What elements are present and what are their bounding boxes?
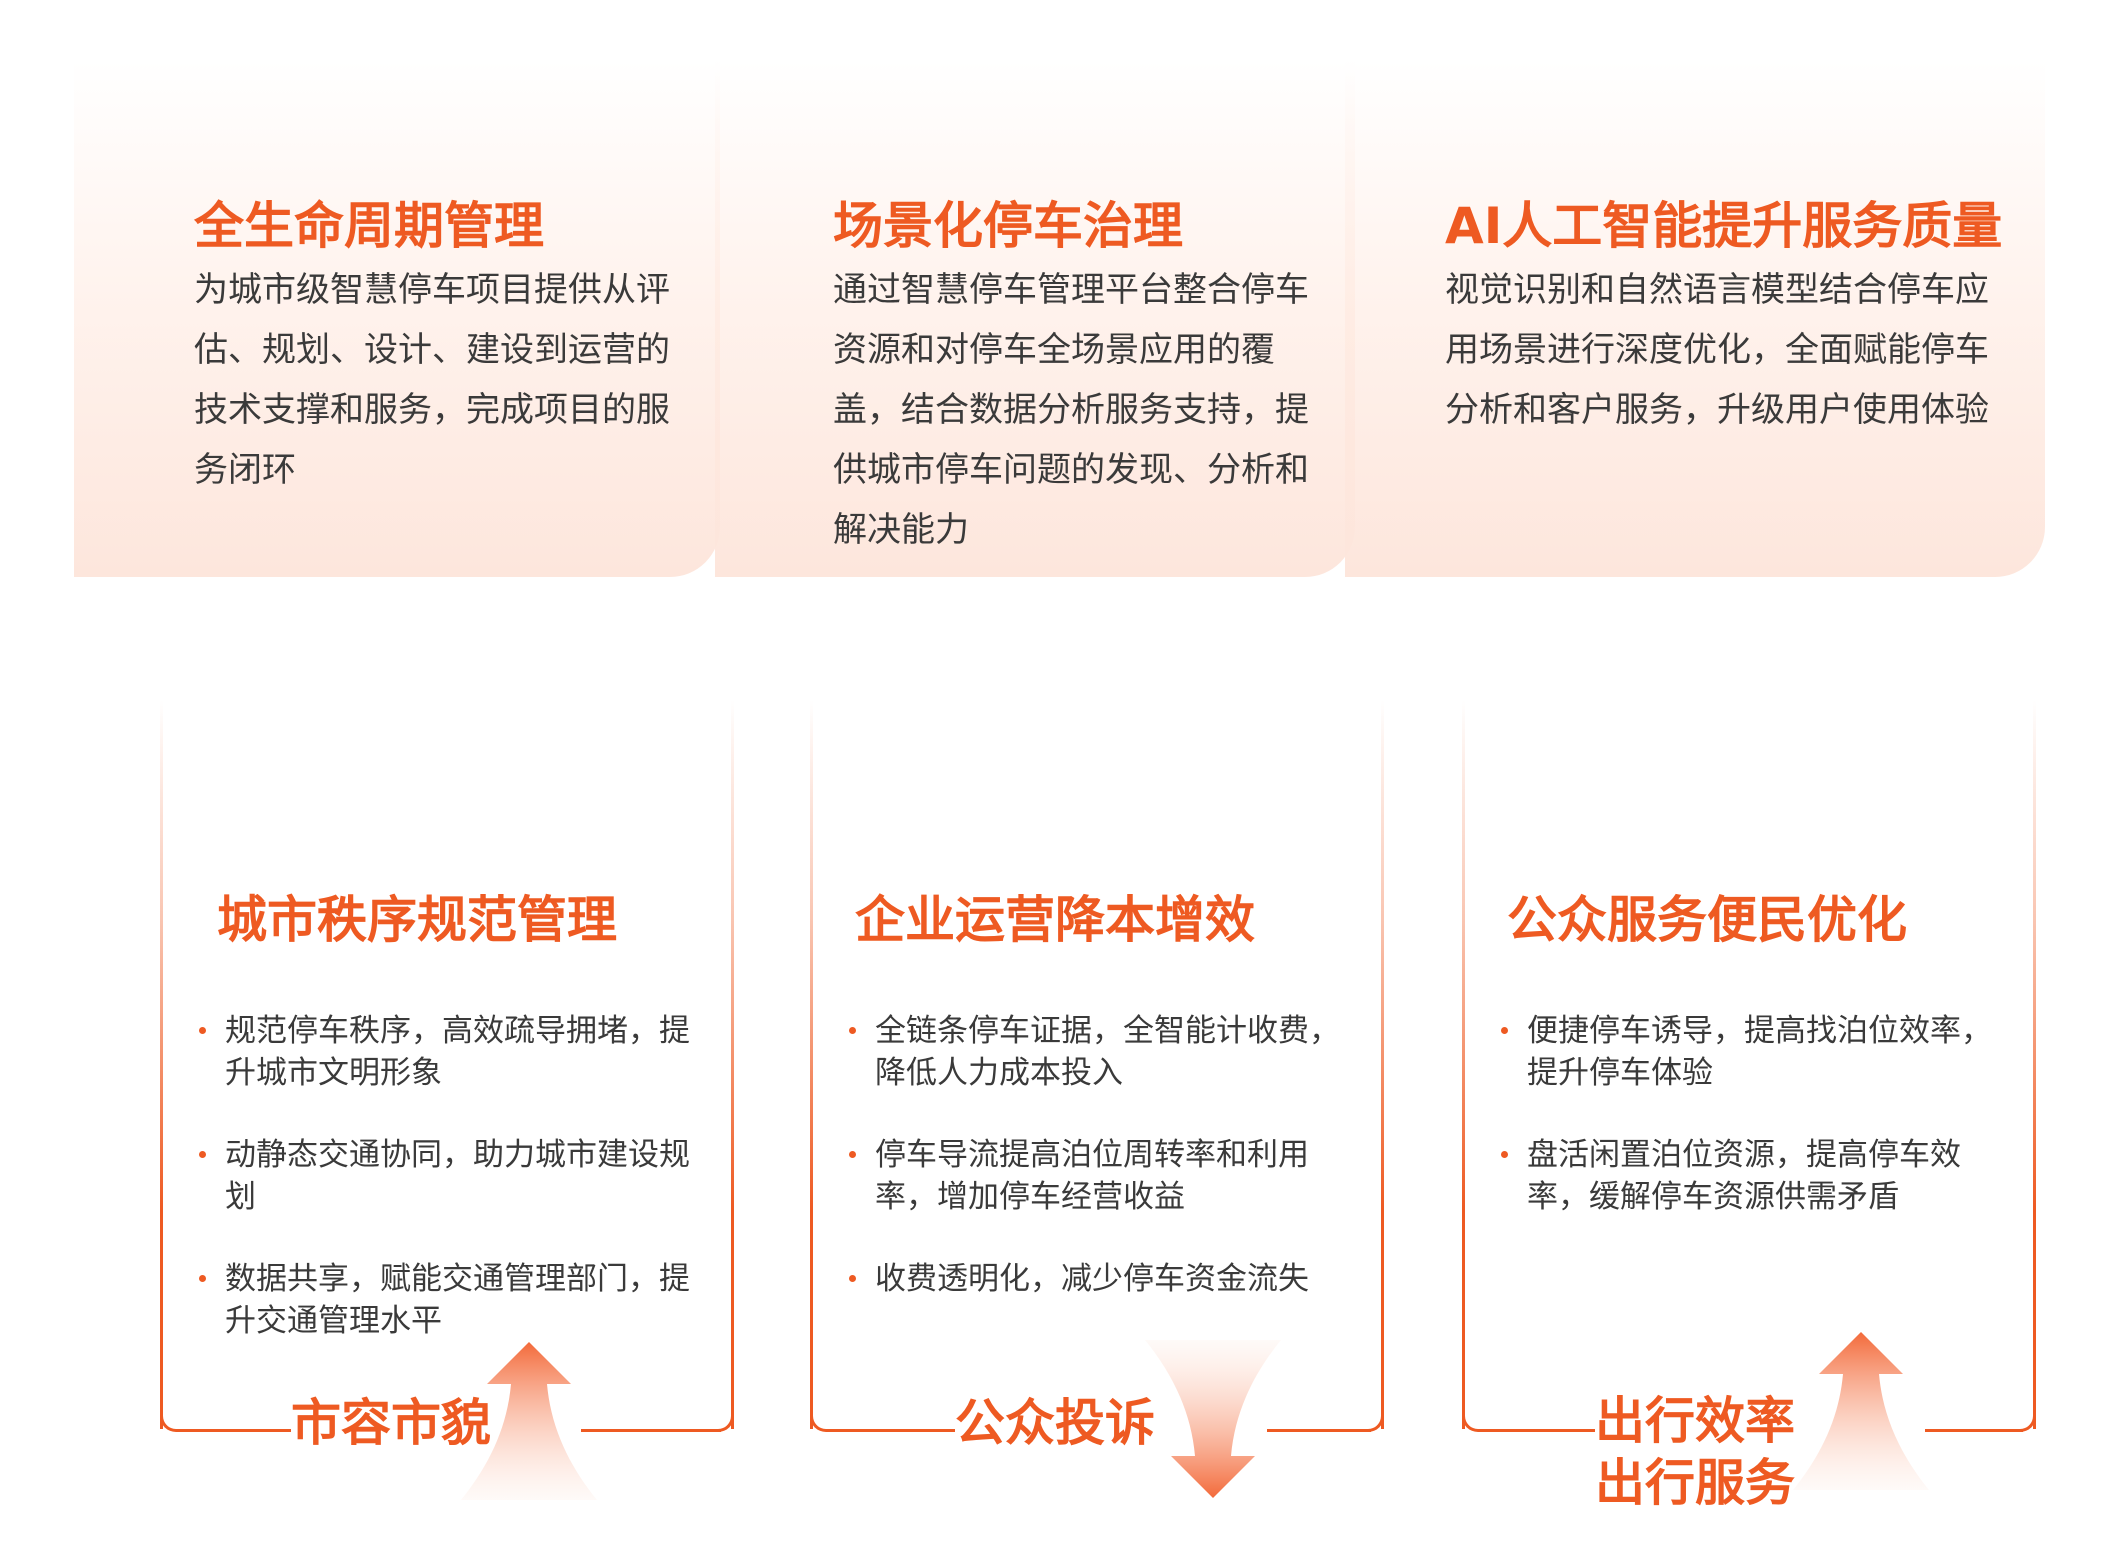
bullet-icon <box>199 1275 206 1282</box>
panel-footer-label: 出行服务 <box>1595 1452 1795 1514</box>
benefit-list: 规范停车秩序，高效疏导拥堵，提升城市文明形象 动静态交通协同，助力城市建设规划 … <box>199 1010 719 1382</box>
list-item: 动静态交通协同，助力城市建设规划 <box>199 1134 719 1218</box>
panel-border-left <box>1462 700 1465 1429</box>
panel-footer-label: 公众投诉 <box>955 1392 1155 1454</box>
panel-title: 城市秩序规范管理 <box>217 891 617 949</box>
panel-border-left <box>810 700 813 1429</box>
card-title: 全生命周期管理 <box>194 197 544 255</box>
benefit-panel-city-order: 城市秩序规范管理 规范停车秩序，高效疏导拥堵，提升城市文明形象 动静态交通协同，… <box>160 700 734 1500</box>
feature-card-lifecycle: 全生命周期管理 为城市级智慧停车项目提供从评估、规划、设计、建设到运营的技术支撑… <box>74 60 720 577</box>
panel-border-right <box>1381 700 1384 1429</box>
feature-card-scenario: 场景化停车治理 通过智慧停车管理平台整合停车资源和对停车全场景应用的覆盖，结合数… <box>715 60 1355 577</box>
card-description: 视觉识别和自然语言模型结合停车应用场景进行深度优化，全面赋能停车分析和客户服务，… <box>1445 270 1989 430</box>
down-arrow-icon <box>1145 1340 1281 1498</box>
panel-border-right <box>2033 700 2036 1429</box>
panel-footer-label: 出行效率 <box>1595 1390 1795 1452</box>
panel-corner-right <box>2013 1409 2036 1432</box>
feature-card-ai: AI人工智能提升服务质量 视觉识别和自然语言模型结合停车应用场景进行深度优化，全… <box>1345 60 2045 577</box>
card-description: 通过智慧停车管理平台整合停车资源和对停车全场景应用的覆盖，结合数据分析服务支持，… <box>833 270 1309 550</box>
list-item: 数据共享，赋能交通管理部门，提升交通管理水平 <box>199 1258 719 1342</box>
panel-border-left <box>160 700 163 1429</box>
bullet-icon <box>849 1151 856 1158</box>
bullet-icon <box>849 1027 856 1034</box>
list-item: 全链条停车证据，全智能计收费，降低人力成本投入 <box>849 1010 1369 1094</box>
bullet-icon <box>1501 1151 1508 1158</box>
bullet-icon <box>1501 1027 1508 1034</box>
panel-footer-label: 市容市貌 <box>291 1392 491 1454</box>
up-arrow-icon <box>461 1342 597 1500</box>
list-item: 盘活闲置泊位资源，提高停车效率，缓解停车资源供需矛盾 <box>1501 1134 2021 1218</box>
list-item: 停车导流提高泊位周转率和利用率，增加停车经营收益 <box>849 1134 1369 1218</box>
bullet-icon <box>849 1275 856 1282</box>
panel-border-bottom <box>1479 1429 1595 1432</box>
panel-corner-left <box>1462 1409 1485 1432</box>
benefit-list: 全链条停车证据，全智能计收费，降低人力成本投入 停车导流提高泊位周转率和利用率，… <box>849 1010 1369 1340</box>
panel-border-bottom <box>581 1429 721 1432</box>
card-description: 为城市级智慧停车项目提供从评估、规划、设计、建设到运营的技术支撑和服务，完成项目… <box>194 270 670 490</box>
panel-title: 公众服务便民优化 <box>1507 891 1907 949</box>
list-item: 规范停车秩序，高效疏导拥堵，提升城市文明形象 <box>199 1010 719 1094</box>
benefit-panel-enterprise: 企业运营降本增效 全链条停车证据，全智能计收费，降低人力成本投入 停车导流提高泊… <box>810 700 1384 1498</box>
panel-corner-left <box>810 1409 833 1432</box>
panel-border-bottom <box>827 1429 957 1432</box>
panel-border-bottom <box>177 1429 291 1432</box>
up-arrow-icon <box>1793 1332 1929 1490</box>
list-item: 收费透明化，减少停车资金流失 <box>849 1258 1369 1300</box>
bullet-icon <box>199 1027 206 1034</box>
panel-title: 企业运营降本增效 <box>855 891 1255 949</box>
panel-corner-left <box>160 1409 183 1432</box>
list-item: 便捷停车诱导，提高找泊位效率，提升停车体验 <box>1501 1010 2021 1094</box>
panel-border-bottom <box>1925 1429 2023 1432</box>
panel-corner-right <box>1361 1409 1384 1432</box>
benefit-list: 便捷停车诱导，提高找泊位效率，提升停车体验 盘活闲置泊位资源，提高停车效率，缓解… <box>1501 1010 2021 1258</box>
benefit-panel-public-service: 公众服务便民优化 便捷停车诱导，提高找泊位效率，提升停车体验 盘活闲置泊位资源，… <box>1462 700 2036 1514</box>
panel-border-right <box>731 700 734 1429</box>
card-title: AI人工智能提升服务质量 <box>1445 197 2003 255</box>
bullet-icon <box>199 1151 206 1158</box>
card-title: 场景化停车治理 <box>833 197 1183 255</box>
panel-border-bottom <box>1267 1429 1371 1432</box>
panel-corner-right <box>711 1409 734 1432</box>
